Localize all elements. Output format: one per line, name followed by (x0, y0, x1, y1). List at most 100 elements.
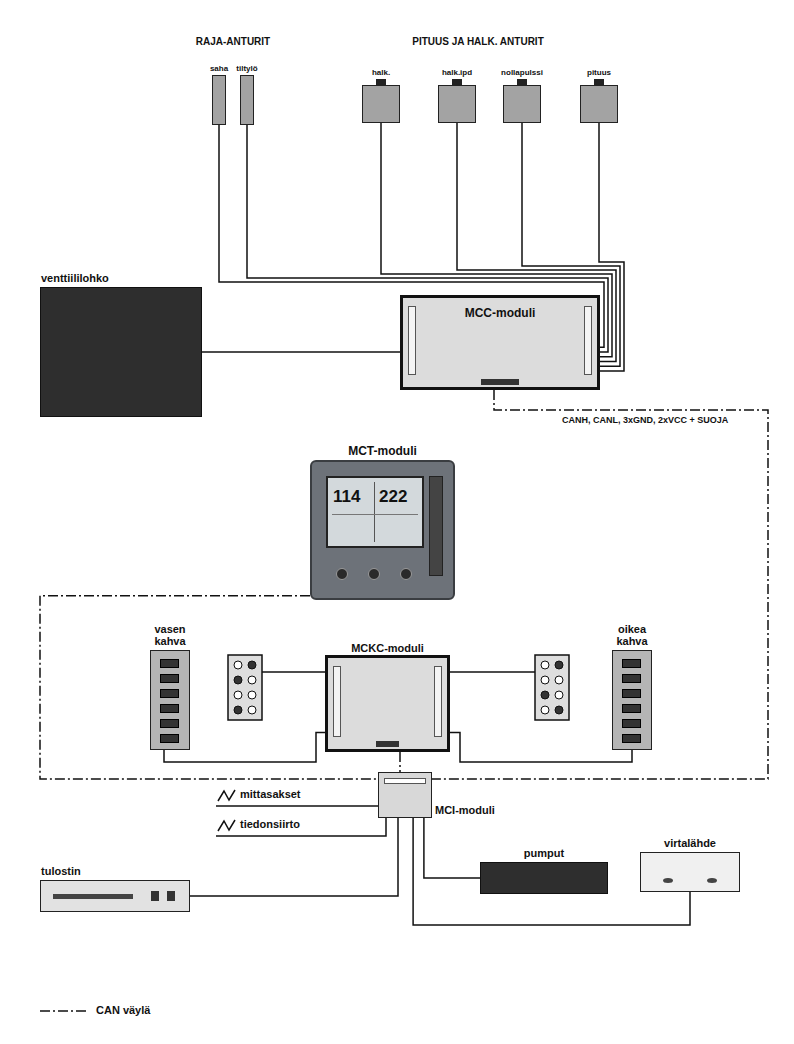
button (400, 568, 412, 580)
display-number: 114 (333, 487, 360, 507)
module-box: pituus (580, 85, 618, 123)
can-bus-line (432, 390, 768, 779)
node-label: vasen kahva (147, 623, 193, 648)
pin (234, 706, 242, 714)
sensor-cap (376, 79, 386, 85)
button (622, 719, 641, 728)
free-label: tiedonsiirto (240, 818, 300, 830)
pin (234, 676, 242, 684)
paper-slot (53, 894, 133, 899)
button (622, 674, 641, 683)
pin (541, 676, 549, 684)
pin (248, 661, 256, 669)
display-number: 222 (379, 487, 407, 507)
module-box: halk.ipd (438, 85, 476, 123)
connector-strip (384, 778, 426, 784)
node-label: halk. (372, 68, 390, 77)
node-label: MCI-moduli (435, 804, 495, 817)
terminal-strip (408, 306, 416, 375)
pin (541, 661, 549, 669)
node-label: oikea kahva (609, 623, 655, 648)
module-box: oikea kahva (612, 650, 652, 750)
free-label: mittasakset (240, 788, 301, 800)
module-name: MCC-moduli (465, 306, 536, 320)
side-strip (429, 476, 443, 576)
display-screen: 114 222 (326, 476, 424, 548)
module-box: virtalähde (640, 852, 740, 892)
terminal-strip (333, 666, 341, 737)
module-box: MCI-moduli (378, 772, 432, 818)
legend-sample (40, 1010, 88, 1012)
lightning-symbol (218, 790, 235, 801)
module-box: halk. (362, 85, 400, 123)
button (622, 734, 641, 743)
node-label: halk.ipd (442, 68, 472, 77)
wire (262, 671, 325, 673)
edge-label: CANH, CANL, 3xGND, 2xVCC + SUOJA (560, 415, 730, 425)
pin (555, 676, 563, 684)
button (336, 568, 348, 580)
module-box: tulostin (40, 880, 190, 912)
module-box: tiltylö (240, 75, 254, 125)
node-label: pituus (587, 68, 611, 77)
pin (555, 691, 563, 699)
button (151, 891, 159, 901)
button (160, 674, 179, 683)
node-label: virtalähde (664, 837, 716, 850)
module-box: venttiililohko (40, 287, 202, 417)
connector-block (535, 655, 569, 720)
node-label: tulostin (41, 865, 81, 878)
button (167, 891, 175, 901)
wire (450, 671, 535, 673)
connector-strip (376, 741, 400, 747)
wire (216, 805, 378, 807)
cable-line (599, 123, 624, 371)
pin (234, 661, 242, 669)
node-label: nollapulssi (501, 68, 543, 77)
connector-box (228, 655, 262, 720)
can-bus-line (399, 752, 401, 772)
terminal-strip (584, 306, 592, 375)
connector-block (228, 655, 262, 720)
module-box: MCC-moduli (400, 295, 600, 390)
module-box: MCKC-moduli (325, 655, 450, 752)
sensor-cap (594, 79, 604, 85)
node-label: MCKC-moduli (351, 642, 424, 655)
button (160, 659, 179, 668)
connector-box (535, 655, 569, 720)
sensor-cap (517, 79, 527, 85)
button (622, 659, 641, 668)
button (622, 704, 641, 713)
pin (555, 661, 563, 669)
legend-text: CAN väylä (96, 1004, 150, 1016)
cable-line (202, 351, 400, 353)
button (160, 689, 179, 698)
module-box: 114222MCT-moduli (310, 460, 455, 600)
screen-divider (374, 482, 375, 542)
pin (248, 706, 256, 714)
wire (216, 818, 386, 836)
cable-line (190, 818, 398, 896)
indicator (707, 878, 717, 883)
free-label: PITUUS JA HALK. ANTURIT (412, 36, 543, 47)
pin (234, 691, 242, 699)
node-label: MCT-moduli (348, 445, 417, 459)
lightning-symbol (218, 820, 235, 831)
pin (248, 676, 256, 684)
button (160, 719, 179, 728)
cable-line (450, 733, 632, 762)
node-label: venttiililohko (41, 272, 109, 285)
terminal-strip (434, 666, 442, 737)
button (622, 689, 641, 698)
screen-line (332, 514, 418, 515)
module-box: vasen kahva (150, 650, 190, 750)
module-box: nollapulssi (503, 85, 541, 123)
indicator (663, 878, 673, 883)
button (368, 568, 380, 580)
module-box: pumput (480, 862, 608, 894)
node-label: tiltylö (236, 64, 257, 73)
pin (248, 691, 256, 699)
pin (541, 706, 549, 714)
button (160, 704, 179, 713)
